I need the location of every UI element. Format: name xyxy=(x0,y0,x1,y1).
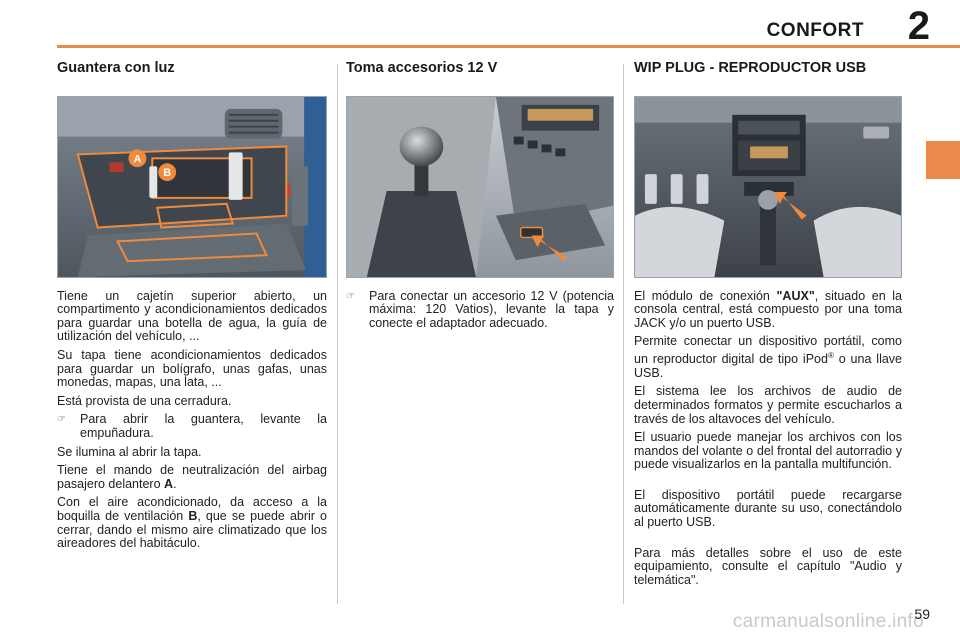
usb-player-illustration xyxy=(634,95,902,278)
header-rule xyxy=(57,45,960,48)
column-separator xyxy=(337,64,338,604)
chapter-number: 2 xyxy=(907,4,930,48)
accessory-socket-illustration xyxy=(346,95,614,278)
column-separator xyxy=(623,64,624,604)
usb-text-1: El módulo de conexión "AUX", situado en … xyxy=(634,288,902,330)
hand-pointer-icon: ☞ xyxy=(346,290,355,302)
hand-pointer-icon: ☞ xyxy=(57,414,66,426)
usb-text-6: Para más detalles sobre el uso de este e… xyxy=(634,545,902,587)
page-number: 59 xyxy=(914,606,930,622)
glovebox-text-1: Tiene un cajetín superior abierto, un co… xyxy=(57,288,327,344)
accessory-socket-bullet: ☞ Para conectar un accesorio 12 V (poten… xyxy=(346,288,614,330)
usb-player-heading: WIP PLUG - REPRODUCTOR USB xyxy=(634,60,867,76)
glovebox-text-3: Está provista de una cerradura. xyxy=(57,393,232,408)
callout-a: A xyxy=(133,153,141,165)
glovebox-illustration: A B xyxy=(57,95,327,278)
callout-b: B xyxy=(163,167,171,179)
usb-text-2: Permite conectar un dispositivo portátil… xyxy=(634,334,903,380)
glovebox-text-4: Se ilumina al abrir la tapa. xyxy=(57,444,202,459)
glovebox-bullet: ☞ Para abrir la guantera, levante la emp… xyxy=(57,412,327,440)
usb-text-3: El sistema lee los archivos de audio de … xyxy=(634,384,902,426)
glovebox-text-5: Tiene el mando de neutralización del air… xyxy=(57,463,327,491)
usb-text-5: El dispositivo portátil puede recargarse… xyxy=(634,487,902,530)
glovebox-heading: Guantera con luz xyxy=(57,60,175,76)
watermark: carmanualsonline.info xyxy=(732,611,924,632)
glovebox-text-2: Su tapa tiene acondicionamientos dedicad… xyxy=(57,347,327,390)
glovebox-section: Guantera con luz xyxy=(57,60,327,556)
section-title: CONFORT xyxy=(766,20,864,41)
accessory-socket-section: Toma accesorios 12 V xyxy=(346,60,614,335)
glovebox-text-6: Con el aire acondicionado, da acceso a l… xyxy=(57,495,327,551)
accessory-socket-heading: Toma accesorios 12 V xyxy=(346,60,498,76)
usb-player-section: WIP PLUG - REPRODUCTOR USB xyxy=(634,60,903,592)
usb-text-4: El usuario puede manejar los archivos co… xyxy=(634,430,902,472)
chapter-tab xyxy=(926,141,960,179)
